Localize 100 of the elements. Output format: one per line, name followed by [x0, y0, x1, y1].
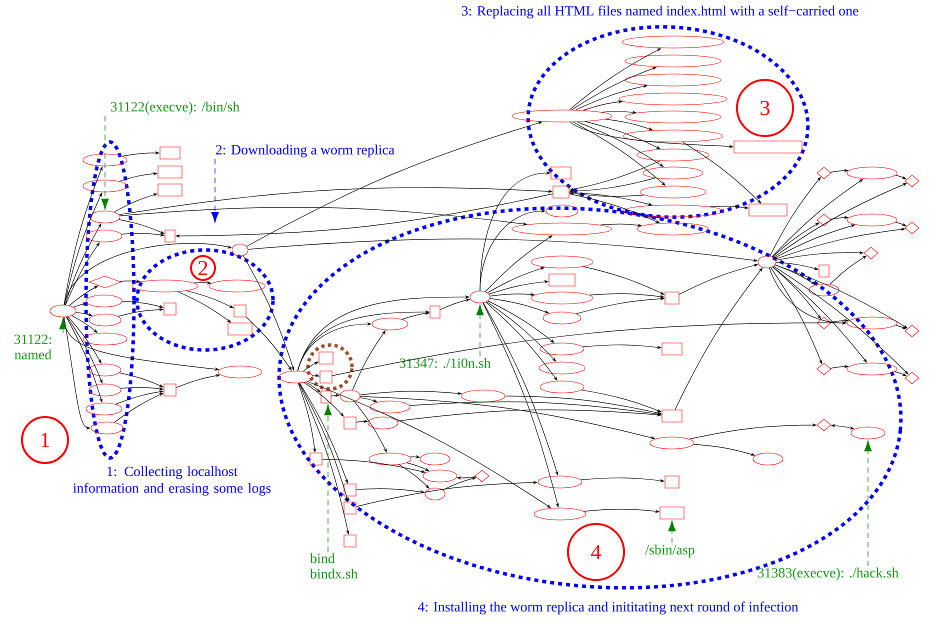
- arrow: [59, 318, 67, 334]
- box-node: [158, 184, 182, 196]
- diamond-node: [864, 246, 878, 260]
- box-node: [344, 484, 356, 496]
- box-node: [662, 410, 682, 422]
- ellipse-node: [368, 416, 398, 430]
- ellipse-node: [278, 370, 314, 384]
- caption-text: 1: Collecting localhost information and erasing some logs: [73, 466, 271, 496]
- ellipse-node: [88, 364, 122, 376]
- ellipse-node: [622, 130, 724, 142]
- ellipse-node: [624, 110, 722, 124]
- ellipse-node: [530, 292, 594, 304]
- box-node: [550, 166, 572, 180]
- box-node: [818, 264, 830, 278]
- ellipse-node: [370, 400, 410, 414]
- ellipse-node: [132, 280, 198, 292]
- box-node: [320, 390, 332, 404]
- ellipse-node: [424, 488, 446, 500]
- ellipse-node: [850, 426, 886, 440]
- ellipse-node: [530, 256, 594, 268]
- ellipse-node: [546, 204, 578, 218]
- ellipse-node: [758, 256, 776, 268]
- diamond-node: [904, 222, 920, 234]
- box-node: [344, 502, 356, 514]
- box-node: [664, 292, 680, 304]
- ellipse-node: [82, 332, 128, 346]
- ellipse-node: [636, 148, 710, 162]
- arrow: [668, 520, 676, 544]
- diamond-node: [904, 324, 920, 338]
- ellipse-node: [624, 74, 722, 86]
- diamond-node: [816, 214, 832, 226]
- ellipse-node: [846, 166, 898, 180]
- annotation-text: 31122(execve): /bin/sh: [111, 102, 240, 114]
- ellipse-node: [88, 314, 122, 326]
- ellipse-node: [218, 366, 262, 378]
- ellipse-node: [624, 54, 722, 68]
- box-node: [664, 476, 680, 488]
- box-node: [318, 352, 334, 364]
- ellipse-node: [50, 304, 76, 318]
- diamond-node: [904, 174, 920, 188]
- annotation-text: 31383(execve): ./hack.sh: [758, 568, 899, 580]
- ellipse-node: [470, 290, 490, 304]
- diamond-node: [474, 470, 490, 482]
- ellipse-node: [422, 470, 458, 482]
- caption-text: 4: Installing the worm replica and inititating next round of infection: [418, 602, 798, 614]
- ellipse-node: [372, 318, 408, 330]
- box-node: [234, 304, 246, 318]
- annotation-text: 31347: ./1i0n.sh: [400, 358, 491, 368]
- ellipse-node: [542, 312, 582, 324]
- ellipse-node: [540, 380, 584, 394]
- box-node: [164, 302, 176, 316]
- ellipse-node: [82, 154, 128, 166]
- ellipse-node: [642, 166, 704, 180]
- ellipse-node: [636, 222, 710, 236]
- box-node: [164, 384, 176, 396]
- ellipse-node: [460, 390, 506, 402]
- ellipse-node: [88, 384, 122, 396]
- box-node: [748, 204, 788, 216]
- box-node: [228, 322, 252, 336]
- box-node: [164, 230, 176, 242]
- ellipse-node: [846, 316, 898, 330]
- diamond-node: [816, 316, 832, 330]
- box-node: [548, 274, 576, 286]
- box-node: [310, 452, 322, 466]
- ellipse-node: [540, 342, 584, 356]
- ellipse-node: [650, 436, 694, 450]
- ellipse-node: [846, 362, 898, 376]
- ellipse-node: [534, 508, 586, 520]
- ellipse-node: [368, 452, 412, 466]
- ellipse-node: [208, 280, 266, 292]
- box-node: [158, 166, 182, 178]
- ellipse-node: [622, 36, 724, 48]
- arrow: [324, 404, 332, 552]
- ellipse-node: [846, 214, 898, 226]
- arrow: [101, 116, 109, 210]
- ellipse-node: [618, 92, 728, 106]
- ellipse-node: [232, 244, 248, 256]
- ellipse-node: [538, 476, 582, 488]
- diamond-node: [816, 362, 832, 376]
- ellipse-node: [86, 294, 122, 308]
- box-node: [160, 146, 180, 160]
- annotation-text: /sbin/asp: [645, 544, 694, 558]
- arrow: [864, 440, 872, 566]
- ellipse-node: [90, 210, 120, 224]
- box-node: [662, 342, 682, 356]
- annotation-text: 2: Downloading a worm replica: [216, 144, 394, 158]
- diamond-node: [904, 372, 920, 384]
- ellipse-node: [512, 222, 612, 236]
- ellipse-node: [420, 452, 450, 466]
- ellipse-node: [82, 180, 128, 192]
- box-node: [660, 506, 684, 520]
- ellipse-node: [538, 362, 586, 374]
- box-node: [344, 416, 356, 430]
- diamond-node: [816, 166, 832, 180]
- diamond-node: [816, 418, 832, 432]
- ellipse-node: [90, 422, 124, 434]
- annotation-text: 31122: named: [14, 334, 52, 360]
- ellipse-node: [808, 284, 840, 296]
- box-node: [320, 370, 332, 384]
- ellipse-node: [86, 402, 122, 416]
